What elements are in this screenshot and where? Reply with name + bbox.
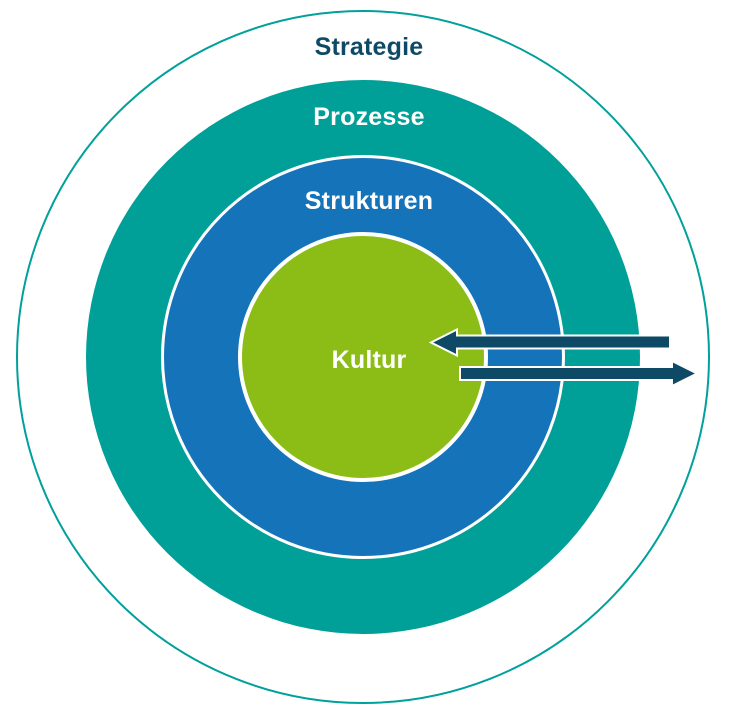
label-strukturen: Strukturen (304, 187, 434, 215)
label-strategie: Strategie (314, 33, 424, 61)
label-kultur: Kultur (331, 346, 407, 374)
label-prozesse: Prozesse (313, 103, 425, 131)
